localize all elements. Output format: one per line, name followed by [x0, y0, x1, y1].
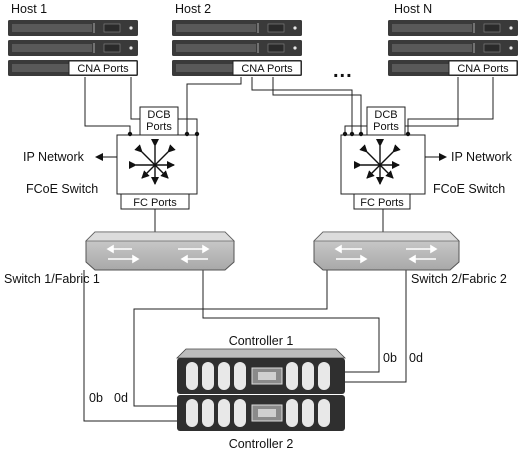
fabric-switch-2-arrows-icon: [334, 244, 438, 264]
fcoe-switch-2-dcb-ports-box: [366, 106, 406, 136]
fcoe-switch-2-dcb-line2: Ports: [373, 121, 399, 133]
fcoe-switch-1-name: FCoE Switch: [26, 182, 98, 196]
host-n-cna-ports-box: [448, 60, 518, 76]
host-2-label: Host 2: [175, 2, 211, 16]
fabric-switch-1-arrows-icon: [106, 244, 210, 264]
fabric-switch-1-label: Switch 1/Fabric 1: [4, 272, 100, 286]
host-n-cna-ports-label: CNA Ports: [457, 63, 509, 75]
host-1-cna-ports-box: [68, 60, 138, 76]
fcoe-switch-1-router-icon: [129, 139, 176, 185]
fcoe-switch-1-fc-ports-box: [120, 193, 190, 210]
host-2: Host 2 CNA Ports: [171, 2, 303, 77]
host-1-cna-ports-label: CNA Ports: [77, 63, 129, 75]
fabric-switch-2-label: Switch 2/Fabric 2: [411, 272, 507, 286]
host-2-cna-ports-box: [232, 60, 302, 76]
controller-2: [177, 395, 345, 431]
fcoe-switch-1-dcb-line1: DCB: [147, 109, 170, 121]
right-port-0b-label: 0b: [383, 351, 397, 365]
left-port-0b-label: 0b: [89, 391, 103, 405]
left-port-0d-label: 0d: [114, 391, 128, 405]
host-1-label: Host 1: [11, 2, 47, 16]
fcoe-switch-2-name: FCoE Switch: [433, 182, 505, 196]
fcoe-switch-1: DCB Ports FC Ports IP Network FCoE Switc…: [23, 106, 200, 210]
more-hosts-ellipsis: ...: [333, 60, 353, 82]
fcoe-switch-1-ip-network-label: IP Network: [23, 150, 85, 164]
fcoe-switch-2-fc-ports-box: [353, 193, 411, 210]
fcoe-switch-1-dcb-line2: Ports: [146, 121, 172, 133]
fcoe-switch-2-ip-network-label: IP Network: [451, 150, 513, 164]
controller-enclosure: Controller 1 Controller 2: [176, 334, 346, 451]
controller-2-label: Controller 2: [229, 437, 294, 451]
fcoe-switch-2-fc-ports-label: FC Ports: [360, 197, 404, 209]
host-n: Host N CNA Ports: [387, 2, 519, 77]
host-2-cna-ports-label: CNA Ports: [241, 63, 293, 75]
controller-1-label: Controller 1: [229, 334, 294, 348]
controller-1: [177, 358, 345, 394]
host-n-label: Host N: [394, 2, 432, 16]
fcoe-switch-2: DCB Ports FC Ports IP Network FCoE Switc…: [340, 106, 513, 210]
fcoe-switch-1-fc-ports-label: FC Ports: [133, 197, 177, 209]
fabric-switch-2: Switch 2/Fabric 2: [313, 231, 507, 286]
host-1: Host 1 CNA Ports: [7, 2, 139, 77]
fabric-cables: [83, 209, 407, 422]
fabric-switch-1: Switch 1/Fabric 1: [4, 231, 235, 286]
fcoe-switch-2-router-icon: [354, 139, 401, 185]
right-port-0d-label: 0d: [409, 351, 423, 365]
fcoe-switch-2-dcb-line1: DCB: [374, 109, 397, 121]
